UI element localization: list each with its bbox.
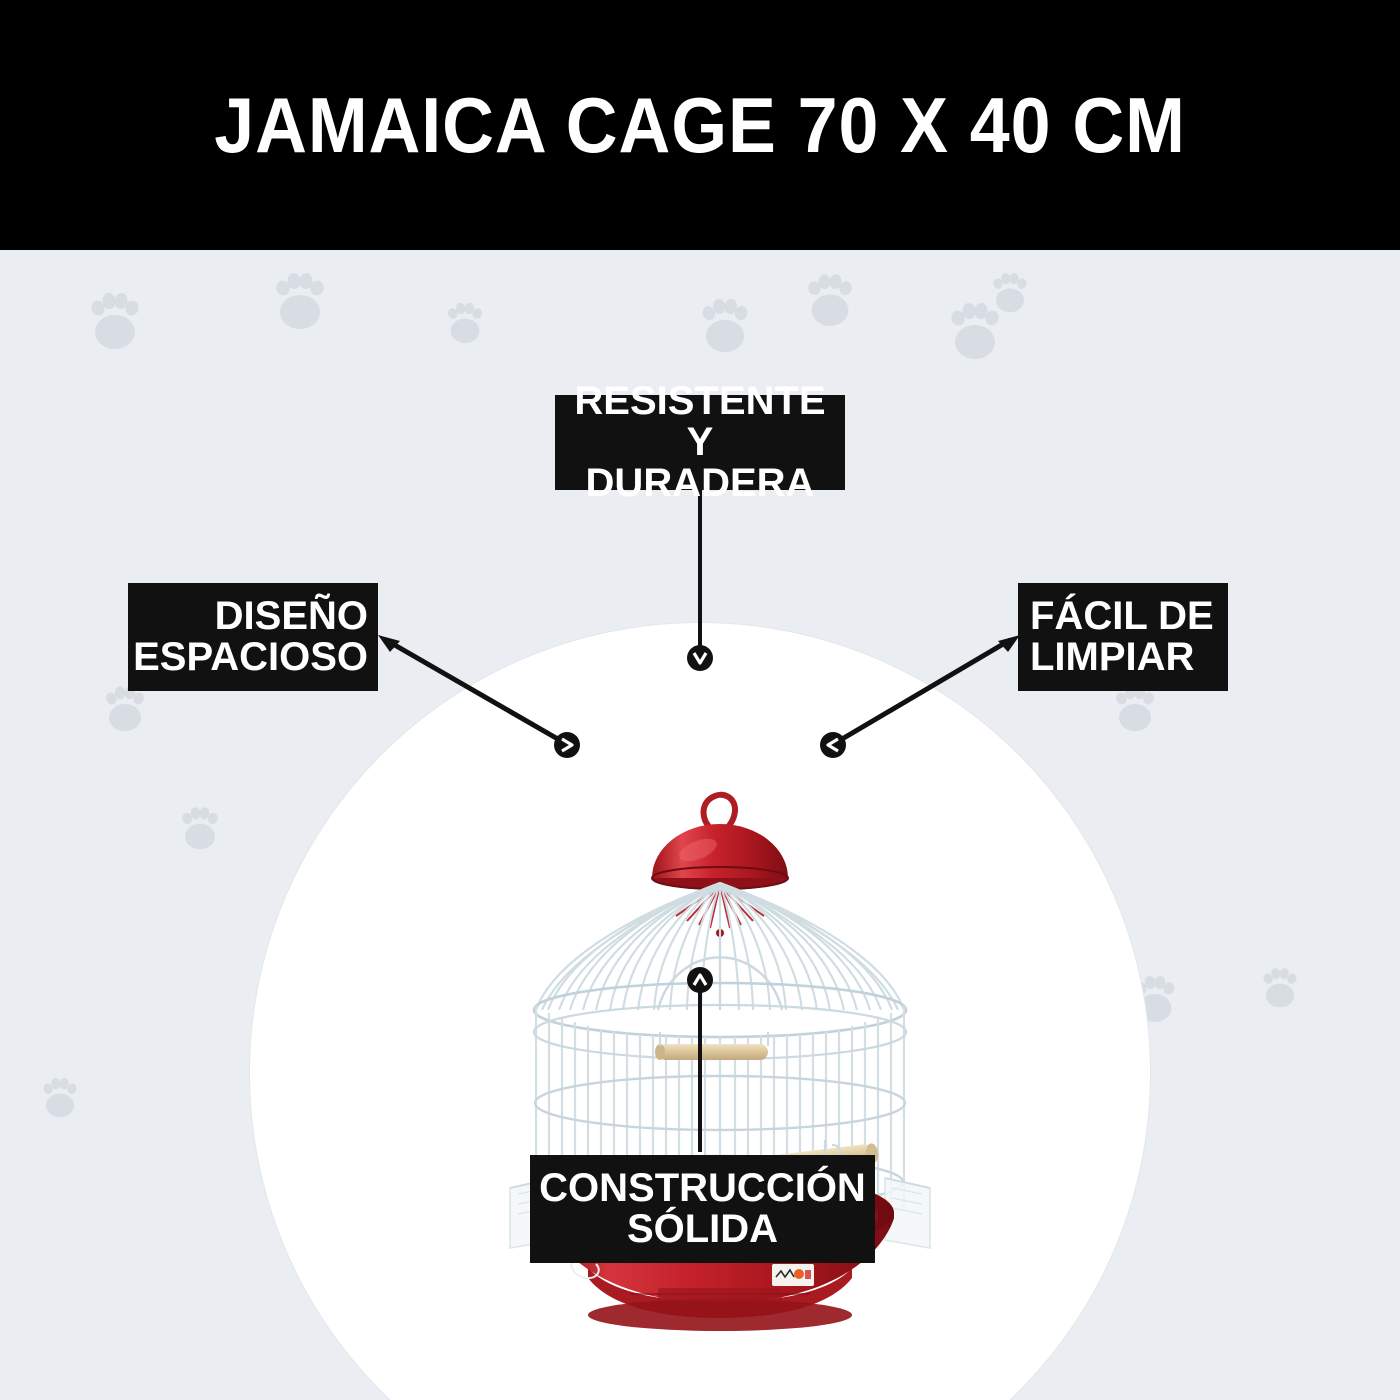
paw-print-icon — [448, 302, 482, 344]
callout-line-1: CONSTRUCCIÓN — [539, 1166, 866, 1211]
paw-print-icon — [91, 293, 139, 349]
callout-resistente-y-duradera: RESISTENTE Y DURADERA — [555, 381, 845, 503]
paw-print-icon — [993, 273, 1027, 313]
callout-line-1: DISEÑO — [214, 594, 368, 639]
page-title: JAMAICA CAGE 70 X 40 CM — [214, 80, 1186, 169]
callout-line-2: LIMPIAR — [1030, 635, 1195, 679]
callout-line-2: DURADERA — [585, 460, 815, 505]
paw-print-icon — [1263, 968, 1297, 1008]
callout-line-1: RESISTENTE Y — [574, 379, 826, 465]
paw-print-icon — [951, 303, 999, 359]
paw-print-icon — [182, 807, 218, 850]
callout-line-2: SÓLIDA — [626, 1207, 779, 1251]
paw-print-icon — [1116, 686, 1154, 732]
callout-line-1: FÁCIL DE — [1030, 594, 1214, 639]
callout-construccion-solida: CONSTRUCCIÓN SÓLIDA — [530, 1155, 875, 1263]
paw-print-icon — [808, 274, 852, 326]
paw-print-icon — [43, 1078, 77, 1118]
header-bar: JAMAICA CAGE 70 X 40 CM — [0, 0, 1400, 250]
paw-print-icon — [106, 686, 144, 732]
callout-line-2: ESPACIOSO — [133, 635, 368, 679]
callout-facil-de-limpiar: FÁCIL DE LIMPIAR — [1018, 583, 1228, 691]
product-image-bird-cage — [509, 791, 931, 1331]
paw-print-icon — [702, 298, 748, 353]
callout-diseno-espacioso: DISEÑO ESPACIOSO — [128, 583, 378, 691]
paw-print-icon — [276, 273, 324, 329]
